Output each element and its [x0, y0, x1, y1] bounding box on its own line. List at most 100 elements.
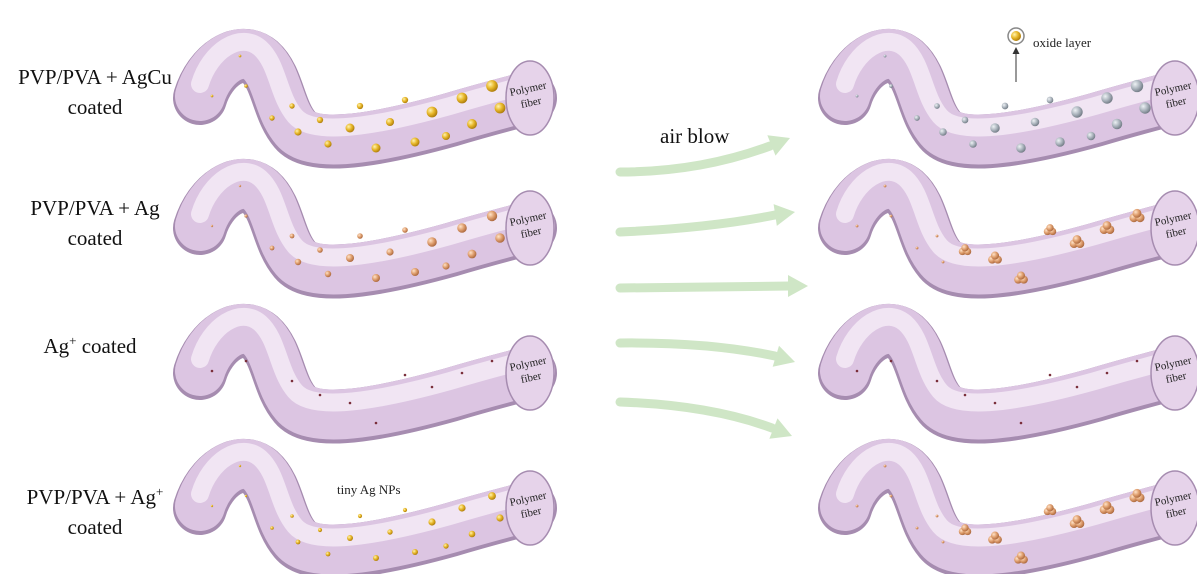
- ag-particle: [856, 225, 859, 228]
- tiny-ag-particle: [428, 518, 435, 525]
- agcu-particle: [289, 103, 294, 108]
- agcu-particle: [357, 103, 363, 109]
- ag-particle: [357, 233, 363, 239]
- agcu-particle: [324, 140, 331, 147]
- tiny-ag-particle: [458, 504, 465, 511]
- ag-particle: [942, 261, 945, 264]
- ag-ion-dot: [1020, 422, 1023, 425]
- air-blow-arrow-3: [620, 275, 808, 297]
- ag-cluster-particle: [1046, 224, 1053, 231]
- oxidized-particle: [990, 123, 1000, 133]
- ag-ion-dot: [1076, 386, 1079, 389]
- row-label-agplus-ag: Ag: [43, 334, 69, 358]
- ag-particle: [295, 259, 301, 265]
- ag-cluster-particle: [1017, 272, 1025, 280]
- row-label-pvp-agplus-line1: PVP/PVA + Ag+: [0, 477, 190, 512]
- oxidized-particle: [856, 95, 859, 98]
- ag-cluster-particle: [1017, 552, 1025, 560]
- agcu-particle: [317, 117, 323, 123]
- tiny-ag-particle: [347, 535, 353, 541]
- agcu-particle: [372, 144, 381, 153]
- arrow-head: [774, 204, 795, 226]
- oxidized-particle: [1101, 92, 1112, 103]
- fiber-r3-c1: Polymerfiber: [200, 317, 554, 424]
- air-blow-label: air blow: [660, 124, 729, 149]
- oxide-layer-label: oxide layer: [1033, 35, 1091, 51]
- agcu-particle: [269, 115, 274, 120]
- ag-particle: [487, 211, 497, 221]
- row-label-agplus-coated: coated: [76, 334, 136, 358]
- ag-particle: [457, 223, 467, 233]
- oxidized-particle: [1139, 102, 1150, 113]
- row-label-ag: PVP/PVA + Ag coated: [0, 193, 190, 253]
- ag-particle: [442, 262, 449, 269]
- row-label-agplus: Ag+ coated: [0, 326, 185, 361]
- ag-ion-dot: [964, 394, 967, 397]
- air-blow-arrow-4: [620, 343, 795, 367]
- agcu-particle: [427, 107, 438, 118]
- oxide-core: [1011, 31, 1021, 41]
- tiny-ag-particle: [488, 492, 496, 500]
- tiny-ag-particle: [469, 531, 476, 538]
- ag-particle: [411, 268, 419, 276]
- ag-ion-dot: [431, 386, 434, 389]
- ag-particle: [372, 274, 380, 282]
- tiny-ag-particle: [412, 549, 418, 555]
- tiny-ag-particle: [403, 508, 407, 512]
- ag-particle: [856, 505, 859, 508]
- ag-particle: [916, 247, 919, 250]
- ag-ion-dot: [1049, 374, 1052, 377]
- ag-ion-dot: [319, 394, 322, 397]
- arrow-head: [773, 346, 795, 367]
- tiny-ag-particle: [211, 505, 213, 507]
- air-blow-arrow-5: [620, 402, 792, 439]
- ag-cluster-particle: [991, 252, 999, 260]
- agcu-particle: [402, 97, 408, 103]
- ag-particle: [270, 246, 275, 251]
- ag-particle: [495, 233, 505, 243]
- ag-cluster-particle: [991, 532, 999, 540]
- row-label-agcu-line1: PVP/PVA + AgCu: [0, 62, 190, 92]
- ag-particle: [317, 247, 323, 253]
- fiber-r3-c2: Polymerfiber: [845, 317, 1197, 424]
- ag-cluster-particle: [1133, 209, 1142, 218]
- agcu-particle: [486, 80, 498, 92]
- oxidized-particle: [889, 84, 893, 88]
- ag-particle: [884, 465, 887, 468]
- agcu-particle: [411, 138, 420, 147]
- ag-particle: [346, 254, 354, 262]
- ag-ion-dot: [211, 370, 214, 373]
- ag-particle: [916, 527, 919, 530]
- oxidized-particle: [962, 117, 969, 124]
- oxidized-particle: [1055, 137, 1065, 147]
- ag-ion-dot: [994, 402, 997, 405]
- ag-particle: [211, 225, 213, 227]
- agcu-particle: [294, 128, 301, 135]
- ag-particle: [890, 215, 893, 218]
- tiny-ag-particle: [358, 514, 362, 518]
- agcu-particle: [211, 95, 214, 98]
- ag-particle: [239, 185, 241, 187]
- ag-particle: [468, 250, 477, 259]
- ag-ion-dot: [890, 360, 893, 363]
- tiny-ag-particle: [443, 543, 448, 548]
- agcu-particle: [346, 124, 355, 133]
- oxidized-particle: [1002, 103, 1009, 110]
- ag-particle: [402, 227, 408, 233]
- ag-particle: [884, 185, 887, 188]
- oxidized-particle: [1071, 106, 1082, 117]
- agcu-particle: [244, 84, 248, 88]
- arrow-head: [788, 275, 808, 297]
- oxide-pointer-head: [1013, 47, 1020, 54]
- row-label-ag-line2: coated: [0, 223, 190, 253]
- ag-cluster-particle: [1073, 515, 1082, 524]
- row-label-pvp-agplus-line2: coated: [0, 512, 190, 542]
- oxidized-particle: [939, 128, 947, 136]
- ag-ion-dot: [1106, 372, 1109, 375]
- arrow-shaft: [620, 343, 775, 356]
- ag-particle: [290, 234, 295, 239]
- ag-cluster-particle: [1103, 221, 1112, 230]
- ag-ion-dot: [349, 402, 352, 405]
